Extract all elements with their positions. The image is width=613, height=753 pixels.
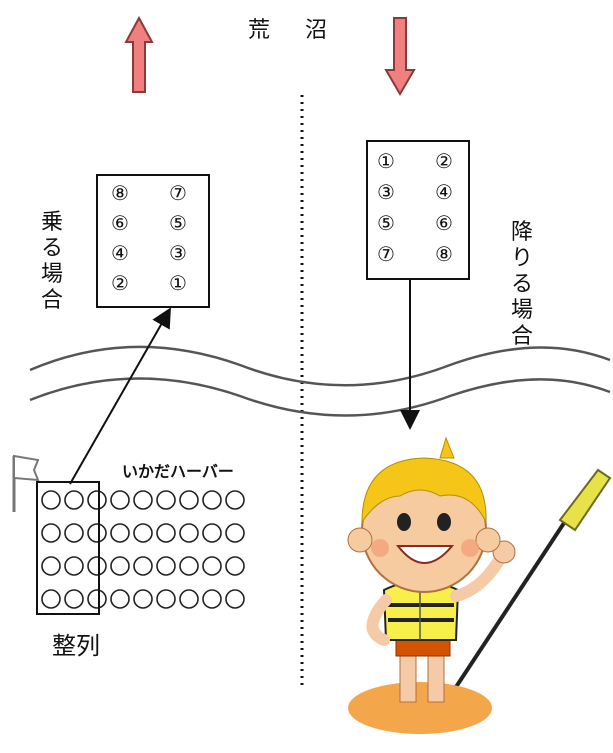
boarding_label-char: 合 — [40, 288, 63, 313]
queue-person-circle — [133, 589, 153, 609]
harbor-label: いかだハーバー — [122, 462, 234, 481]
queue-person-circle — [41, 556, 61, 576]
wave-upper — [29, 345, 611, 387]
seat-number: ③ — [377, 180, 395, 204]
seat-number: ⑦ — [377, 242, 395, 266]
seat-number: ⑥ — [111, 211, 129, 235]
down-arrow — [384, 17, 416, 96]
queue-person-circle — [41, 523, 61, 543]
seat-number: ④ — [435, 180, 453, 204]
seat-number: ① — [377, 149, 395, 173]
queue-person-circle — [202, 490, 222, 510]
queue-person-circle — [156, 556, 176, 576]
queue-person-circle — [64, 523, 84, 543]
seat-number: ① — [169, 271, 187, 295]
kid-with-paddle-illustration — [347, 436, 612, 734]
queue-person-circle — [110, 523, 130, 543]
seat-number: ④ — [111, 241, 129, 265]
queue-person-circle — [225, 523, 245, 543]
queue-person-circle — [41, 589, 61, 609]
queue-person-circle — [156, 490, 176, 510]
alighting_label-char: り — [510, 246, 533, 271]
queue-person-circle — [110, 490, 130, 510]
queue-person-circle — [156, 523, 176, 543]
queue-person-circle — [87, 589, 107, 609]
boarding_label-char: 場 — [40, 262, 63, 287]
seat-number: ② — [111, 271, 129, 295]
boarding_label-char: 乗 — [40, 210, 63, 235]
queue-person-circle — [64, 556, 84, 576]
queue-person-circle — [110, 556, 130, 576]
seat-number: ⑧ — [435, 242, 453, 266]
queue-person-circle — [179, 589, 199, 609]
queue-person-circle — [133, 523, 153, 543]
alighting_label-char: 降 — [510, 220, 533, 245]
queue-person-circle — [202, 523, 222, 543]
queue-person-circle — [179, 490, 199, 510]
seat-number: ⑦ — [169, 181, 187, 205]
queue-person-circle — [179, 556, 199, 576]
up-arrow — [124, 15, 154, 93]
flag-icon — [12, 454, 40, 512]
queue-person-circle — [225, 589, 245, 609]
queue-person-circle — [202, 589, 222, 609]
queue-person-circle — [87, 523, 107, 543]
boarding_label-char: る — [40, 236, 63, 261]
queue-person-circle — [133, 556, 153, 576]
alighting-raft-seats: ① ② ③ ④ ⑤ ⑥ ⑦ ⑧ — [366, 140, 470, 280]
queue-person-circle — [133, 490, 153, 510]
alighting-label: 降りる場合 — [508, 220, 536, 350]
boarding-label: 乗る場合 — [38, 210, 66, 314]
lineup-highlight-box — [36, 481, 100, 615]
seat-number: ⑥ — [435, 211, 453, 235]
queue-person-circle — [110, 589, 130, 609]
queue-person-circle — [202, 556, 222, 576]
lineup-label: 整列 — [52, 632, 100, 660]
seat-number: ⑤ — [377, 211, 395, 235]
queue-person-circle — [64, 490, 84, 510]
queue-person-circle — [64, 589, 84, 609]
seat-number: ③ — [169, 241, 187, 265]
queue-person-circle — [225, 556, 245, 576]
queue-person-circle — [87, 490, 107, 510]
alighting_label-char: る — [510, 272, 533, 297]
boarding-raft-seats: ⑧ ⑦ ⑥ ⑤ ④ ③ ② ① — [96, 174, 210, 308]
seat-number: ⑤ — [169, 211, 187, 235]
seat-number: ⑧ — [111, 181, 129, 205]
queue-person-circle — [179, 523, 199, 543]
title: 荒 沼 — [248, 18, 341, 43]
queue-person-circle — [87, 556, 107, 576]
alighting_label-char: 場 — [510, 298, 533, 323]
seat-number: ② — [435, 149, 453, 173]
queue-person-circle — [225, 490, 245, 510]
alighting_label-char: 合 — [510, 324, 533, 349]
queue-person-circle — [156, 589, 176, 609]
queue-person-circle — [41, 490, 61, 510]
boarding-path-arrow — [69, 307, 171, 485]
lineup-queue — [41, 490, 245, 609]
